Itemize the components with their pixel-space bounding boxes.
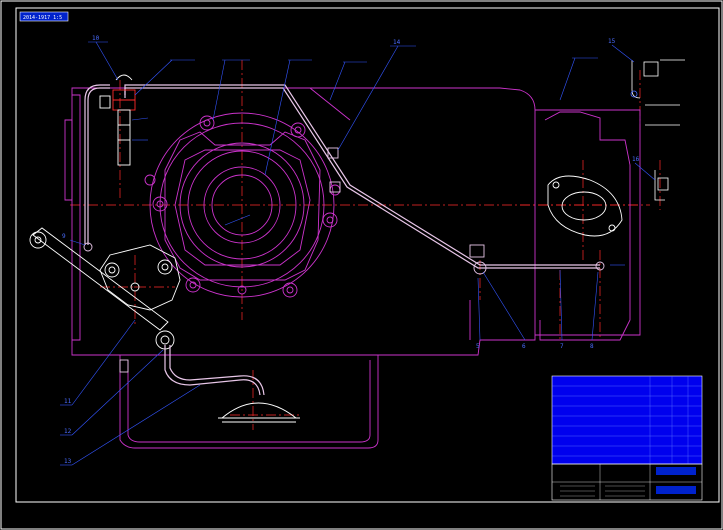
centerlines (70, 60, 661, 430)
linkage-arm (29, 227, 175, 350)
balloon-6: 6 (522, 343, 526, 350)
pump-housing (149, 112, 335, 298)
balloon-13: 13 (64, 458, 72, 465)
title-tag-box (19, 11, 69, 22)
leader-lines (60, 41, 656, 466)
right-flange (547, 175, 623, 237)
balloon-16: 16 (632, 156, 640, 163)
balloon-15: 15 (608, 38, 616, 45)
balloon-11: 11 (64, 398, 72, 405)
inner-frame (15, 7, 720, 503)
balloon-5: 5 (476, 343, 480, 350)
balloon-14: 14 (393, 39, 401, 46)
balloon-7: 7 (560, 343, 564, 350)
pan-cover (218, 402, 300, 423)
balloon-8: 8 (590, 343, 594, 350)
housing-outline (64, 87, 641, 449)
title-block (551, 375, 703, 501)
actuator-bracket (99, 244, 181, 311)
balloon-12: 12 (64, 428, 72, 435)
title-tag: 2014-1917 1:5 (23, 15, 62, 21)
filter-valve (99, 74, 136, 166)
pipe-clamps (83, 147, 605, 373)
balloon-labels: 10 11 12 13 14 15 16 5 6 7 8 9 (62, 35, 640, 465)
balloon-10: 10 (92, 35, 100, 42)
detail-views (630, 59, 685, 201)
oil-pipe (84, 84, 600, 396)
balloon-9: 9 (62, 233, 66, 240)
